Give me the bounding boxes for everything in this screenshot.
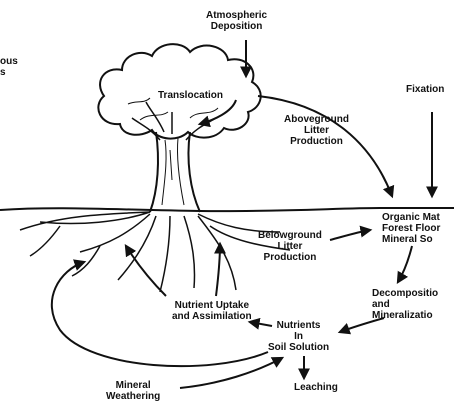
mineralization-to-soil-arrow bbox=[337, 317, 385, 335]
uptake-arrow-left bbox=[124, 243, 167, 297]
label-nutrient-uptake: Nutrient Uptake and Assimilation bbox=[172, 300, 252, 322]
label-cut-left: ous s bbox=[0, 56, 18, 78]
label-translocation: Translocation bbox=[158, 90, 224, 101]
label-mineral-weathering: Mineral Weathering bbox=[106, 380, 161, 402]
label-atmospheric-deposition: Atmospheric Deposition bbox=[206, 10, 268, 32]
mineral-weathering-arrow bbox=[179, 356, 285, 389]
translocation-arrow bbox=[197, 99, 237, 128]
label-nutrients-soil-solution: Nutrients In Soil Solution bbox=[268, 320, 330, 353]
label-fixation: Fixation bbox=[406, 84, 445, 95]
ground-line bbox=[0, 207, 454, 213]
label-organic-matter: Organic Mat Forest Floor Mineral So bbox=[382, 212, 441, 245]
belowground-litter-arrow bbox=[329, 225, 373, 241]
recycling-loop-arrow bbox=[50, 259, 269, 368]
label-aboveground-litter: Aboveground Litter Production bbox=[284, 114, 349, 147]
trunk-bark bbox=[161, 137, 185, 206]
label-belowground-litter: Belowground Litter Production bbox=[258, 230, 322, 263]
tree-trunk bbox=[149, 131, 201, 213]
decomposition-arrow bbox=[396, 245, 413, 285]
uptake-arrow-right bbox=[213, 241, 226, 297]
label-decomposition: Decompositio and Mineralizatio bbox=[372, 288, 439, 321]
label-leaching: Leaching bbox=[294, 382, 338, 393]
soil-to-uptake-arrow bbox=[247, 317, 273, 330]
aboveground-litter-arrow bbox=[257, 95, 395, 199]
